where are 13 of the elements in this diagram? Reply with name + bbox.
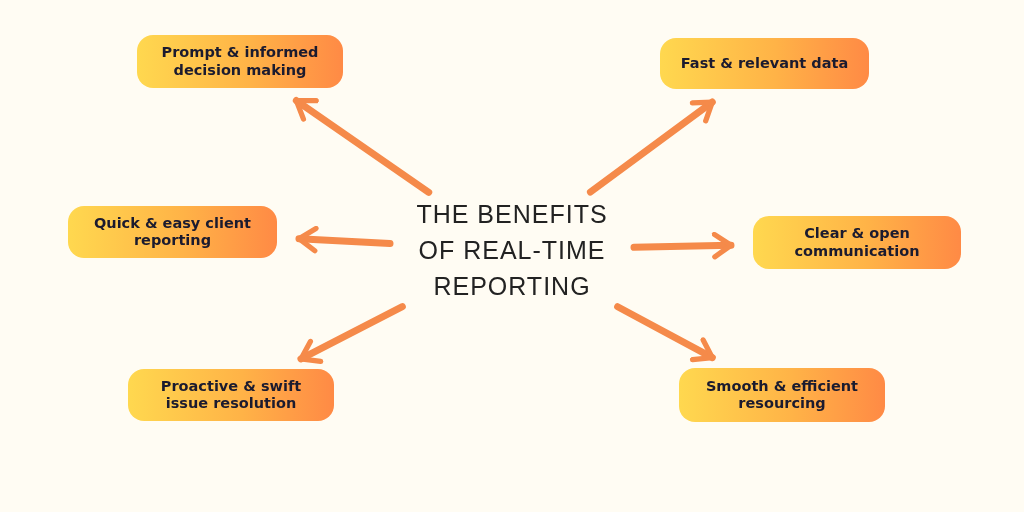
arrow: [295, 225, 394, 254]
benefit-box: Fast & relevant data: [660, 38, 869, 89]
arrow: [297, 303, 406, 364]
arrow: [614, 303, 716, 363]
benefit-box: Proactive & swift issue resolution: [128, 369, 334, 421]
arrow: [292, 97, 433, 196]
center-heading: THE BENEFITS OF REAL-TIME REPORTING: [400, 198, 624, 302]
benefit-box: Prompt & informed decision making: [137, 35, 343, 88]
benefit-box: Quick & easy client reporting: [68, 206, 277, 258]
benefit-box: Clear & open communication: [753, 216, 961, 269]
arrow: [630, 231, 735, 260]
arrow: [586, 98, 716, 196]
benefit-box: Smooth & efficient resourcing: [679, 368, 885, 422]
